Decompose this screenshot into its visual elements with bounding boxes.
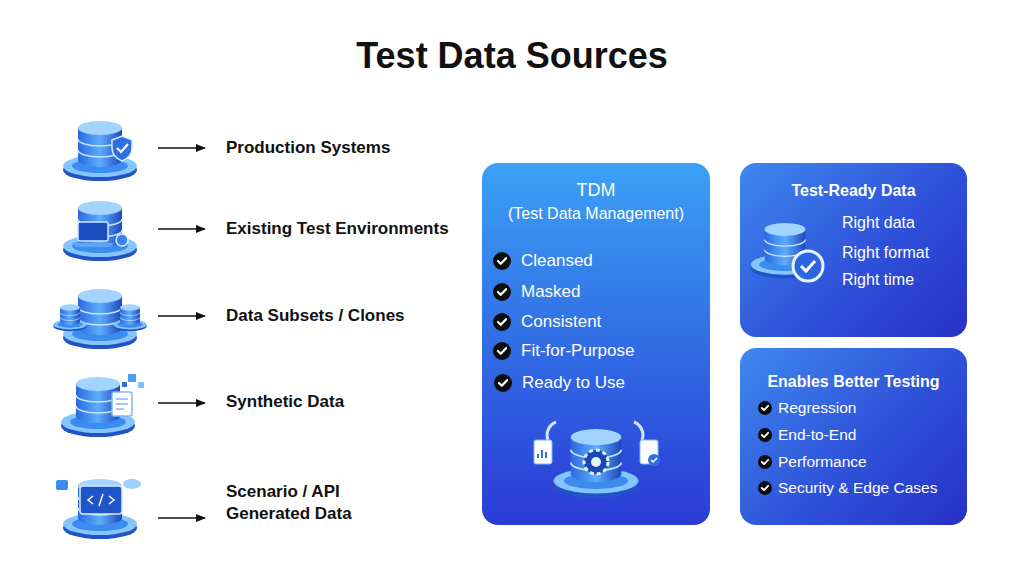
benefit-box: Enables Better TestingRegressionEnd-to-E… bbox=[740, 348, 967, 525]
check-icon bbox=[757, 400, 773, 416]
check-item: End-to-End bbox=[778, 425, 963, 445]
check-item: Performance bbox=[778, 452, 963, 472]
check-item: Ready to Use bbox=[522, 372, 706, 394]
check-item: Fit-for-Purpose bbox=[521, 340, 706, 362]
source-arrows bbox=[158, 148, 205, 518]
api-icon bbox=[56, 479, 141, 539]
source-label: Existing Test Environments bbox=[226, 218, 486, 240]
check-icon bbox=[492, 341, 512, 361]
check-item: Masked bbox=[521, 281, 706, 303]
check-icon bbox=[757, 480, 773, 496]
box-heading: Test-Ready Data bbox=[744, 180, 963, 201]
check-icon bbox=[757, 427, 773, 443]
check-item: Cleansed bbox=[521, 250, 706, 272]
check-icon bbox=[492, 312, 512, 332]
box-heading: Enables Better Testing bbox=[744, 371, 963, 392]
list-item: Right data bbox=[842, 212, 963, 233]
source-label: Scenario / API Generated Data bbox=[226, 481, 396, 525]
environment-icon bbox=[63, 201, 137, 261]
check-icon bbox=[493, 373, 513, 393]
source-label: Production Systems bbox=[226, 137, 486, 159]
check-icon bbox=[492, 251, 512, 271]
check-icon bbox=[757, 454, 773, 470]
tdm-box: TDM(Test Data Management) CleansedMaskedC… bbox=[482, 163, 710, 525]
result-box: Test-Ready DataRight dataRight formatRig… bbox=[740, 163, 967, 337]
box-subheading: (Test Data Management) bbox=[486, 203, 706, 224]
diagram-title: Test Data Sources bbox=[0, 34, 1024, 78]
check-item: Regression bbox=[778, 398, 963, 418]
check-icon bbox=[492, 282, 512, 302]
box-heading: TDM bbox=[486, 179, 706, 202]
list-item: Right time bbox=[842, 269, 963, 290]
synthetic-icon bbox=[61, 374, 144, 437]
check-item: Security & Edge Cases bbox=[778, 478, 963, 498]
server-icon bbox=[63, 121, 137, 181]
source-label: Data Subsets / Clones bbox=[226, 305, 486, 327]
source-label: Synthetic Data bbox=[226, 391, 486, 413]
clone-icon bbox=[53, 289, 146, 349]
list-item: Right format bbox=[842, 242, 963, 263]
check-item: Consistent bbox=[521, 311, 706, 333]
